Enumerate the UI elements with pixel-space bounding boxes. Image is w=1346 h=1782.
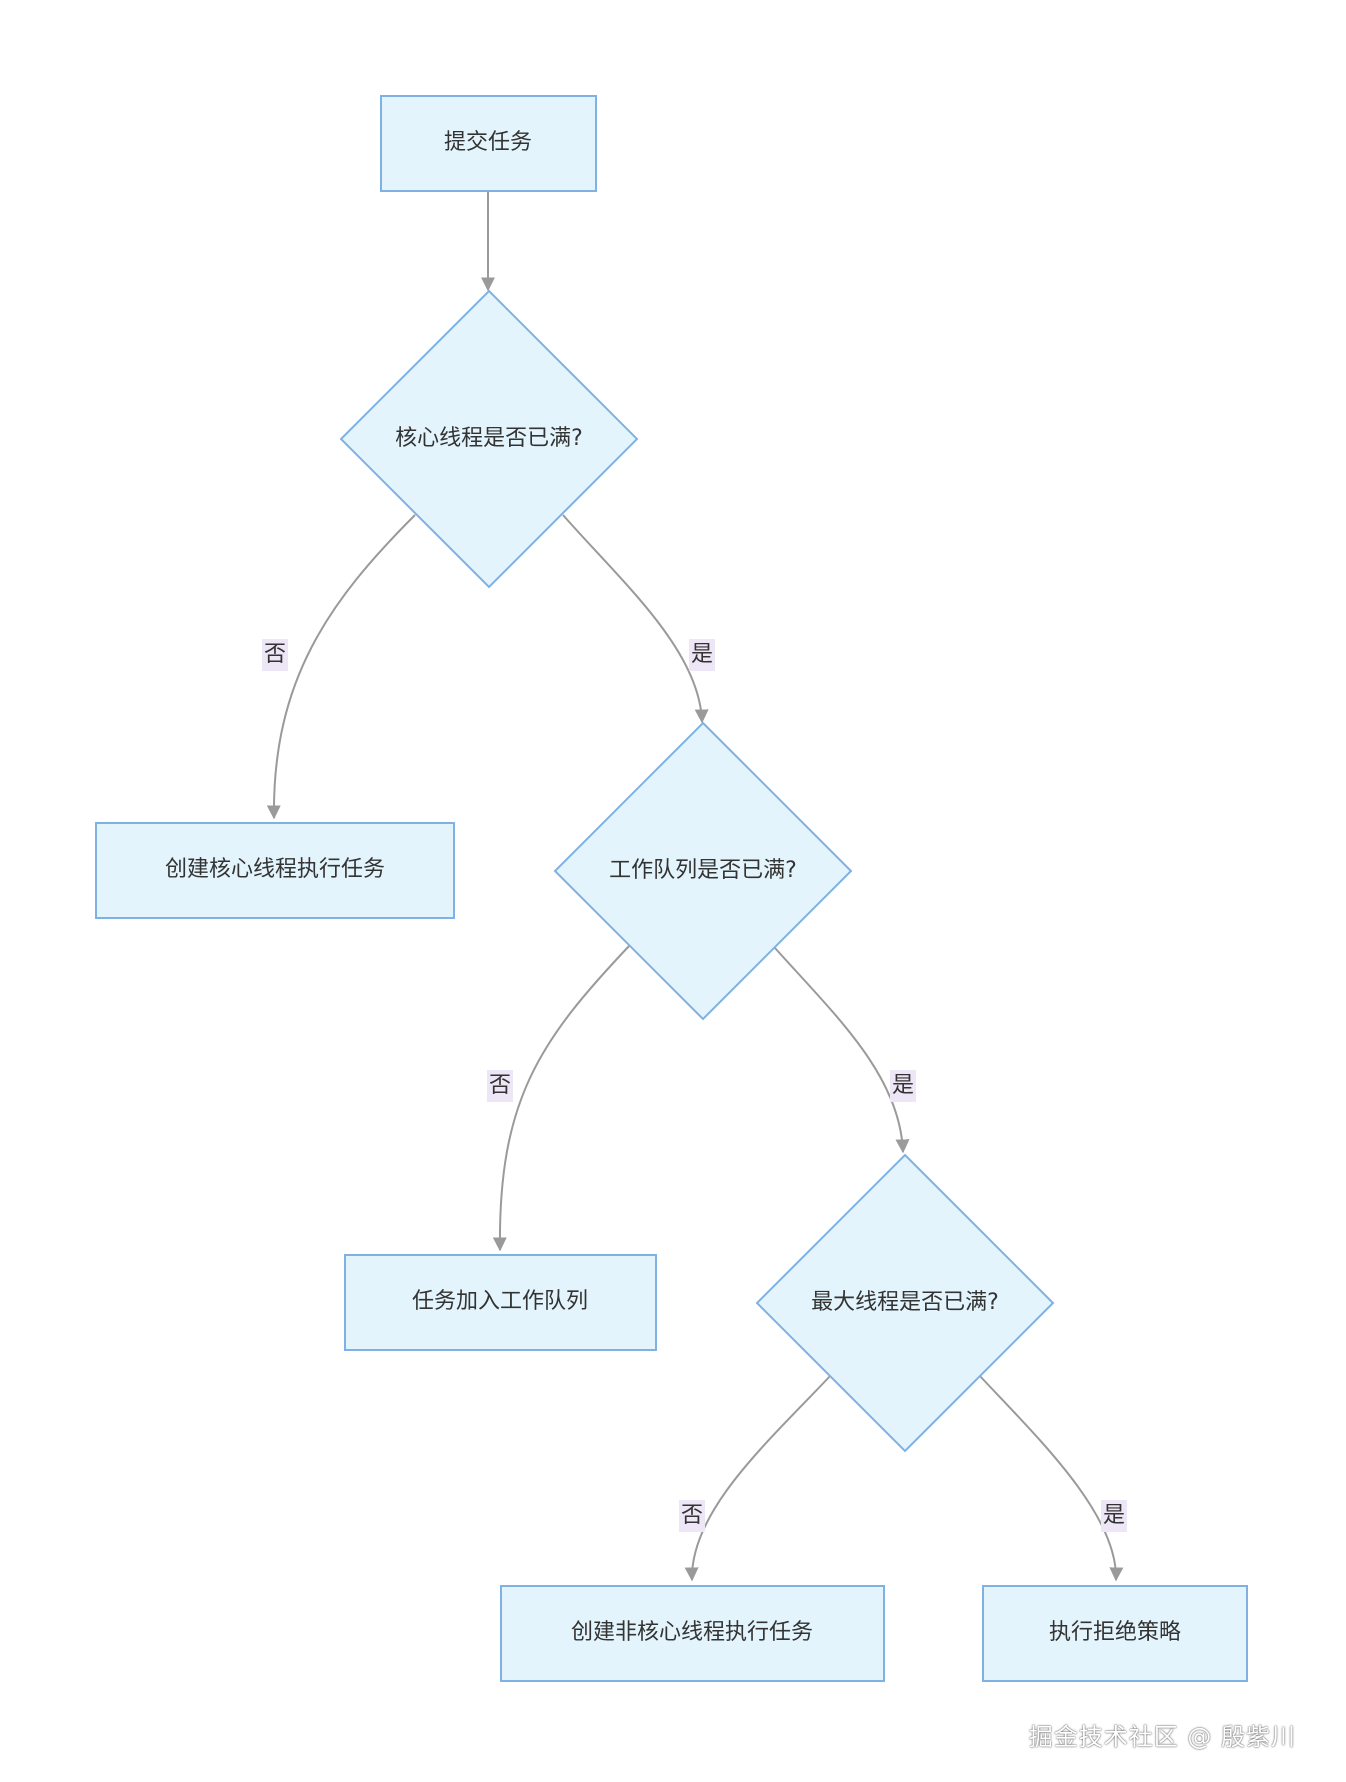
edge-max-no — [684, 1373, 833, 1582]
svg-text:是: 是 — [691, 642, 713, 667]
decision-queue-full: 工作队列是否已满? — [553, 721, 853, 1021]
edge-label-core-no: 否 — [262, 639, 288, 671]
node-reject: 执行拒绝策略 — [982, 1585, 1248, 1682]
svg-text:是: 是 — [892, 1073, 914, 1098]
node-reject-label: 执行拒绝策略 — [1049, 1620, 1181, 1645]
edge-core-no — [266, 514, 416, 820]
node-add-queue: 任务加入工作队列 — [344, 1254, 657, 1351]
edge-label-max-no: 否 — [679, 1500, 705, 1532]
node-create-noncore: 创建非核心线程执行任务 — [500, 1585, 885, 1682]
edge-queue-no — [492, 944, 631, 1252]
node-create-core: 创建核心线程执行任务 — [95, 822, 455, 919]
edge-label-queue-no: 否 — [487, 1070, 513, 1102]
edge-label-queue-yes: 是 — [890, 1070, 916, 1102]
decision-queue-full-label: 工作队列是否已满? — [609, 858, 797, 883]
svg-text:是: 是 — [1103, 1503, 1125, 1528]
node-create-noncore-label: 创建非核心线程执行任务 — [571, 1620, 813, 1645]
watermark: 掘金技术社区 @ 殷紫川 — [1028, 1723, 1296, 1751]
edge-max-yes — [977, 1373, 1124, 1582]
decision-max-full: 最大线程是否已满? — [755, 1153, 1055, 1453]
edge-label-max-yes: 是 — [1101, 1500, 1127, 1532]
decision-core-full-label: 核心线程是否已满? — [395, 426, 583, 451]
svg-text:否: 否 — [264, 642, 286, 667]
svg-text:否: 否 — [681, 1503, 703, 1528]
node-submit-label: 提交任务 — [444, 130, 532, 155]
edge-core-yes — [562, 514, 709, 724]
node-add-queue-label: 任务加入工作队列 — [412, 1289, 588, 1314]
decision-max-full-label: 最大线程是否已满? — [811, 1290, 999, 1315]
edge-label-core-yes: 是 — [689, 639, 715, 671]
node-submit: 提交任务 — [380, 95, 597, 192]
edge-queue-yes — [774, 947, 910, 1154]
svg-text:否: 否 — [489, 1073, 511, 1098]
decision-core-full: 核心线程是否已满? — [339, 289, 639, 589]
node-create-core-label: 创建核心线程执行任务 — [165, 857, 385, 882]
